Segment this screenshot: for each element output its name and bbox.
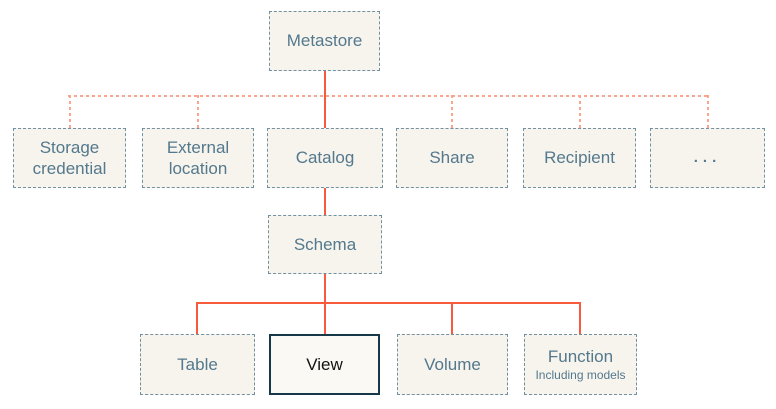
node-storage-credential: Storage credential	[13, 128, 126, 188]
connector-metastore-down	[324, 71, 326, 128]
node-label: Table	[177, 354, 218, 374]
connector-drop-recipient	[579, 95, 581, 128]
node-metastore: Metastore	[269, 11, 380, 71]
node-label: Storage credential	[32, 137, 107, 178]
connector-top-rail	[68, 95, 708, 97]
node-share: Share	[396, 128, 508, 188]
node-label: External location	[166, 137, 230, 178]
connector-drop-function	[579, 302, 581, 334]
connector-drop-more	[707, 95, 709, 128]
node-label: View	[306, 354, 343, 374]
connector-catalog-schema	[324, 188, 326, 215]
node-label: Recipient	[544, 148, 615, 168]
connector-drop-external	[197, 95, 199, 128]
node-label: Volume	[424, 354, 481, 374]
node-view-highlighted: View	[269, 334, 380, 395]
node-label: Function	[547, 347, 614, 367]
connector-schema-down	[324, 274, 326, 334]
connector-drop-table	[196, 302, 198, 334]
node-sublabel: Including models	[535, 368, 626, 383]
node-table: Table	[140, 334, 255, 395]
connector-bottom-rail	[196, 302, 581, 304]
node-ellipsis: ...	[650, 128, 765, 188]
node-schema: Schema	[268, 215, 382, 274]
node-label: Schema	[293, 234, 357, 254]
node-volume: Volume	[397, 334, 508, 395]
node-function: Function Including models	[524, 334, 637, 395]
node-label: Share	[429, 148, 475, 168]
node-label: Catalog	[295, 148, 355, 168]
node-label: ...	[693, 148, 722, 166]
node-catalog: Catalog	[267, 128, 383, 188]
node-recipient: Recipient	[523, 128, 636, 188]
connector-drop-volume	[451, 302, 453, 334]
connector-drop-share	[451, 95, 453, 128]
node-label: Metastore	[286, 31, 363, 51]
node-external-location: External location	[142, 128, 254, 188]
connector-drop-storage	[69, 95, 71, 128]
